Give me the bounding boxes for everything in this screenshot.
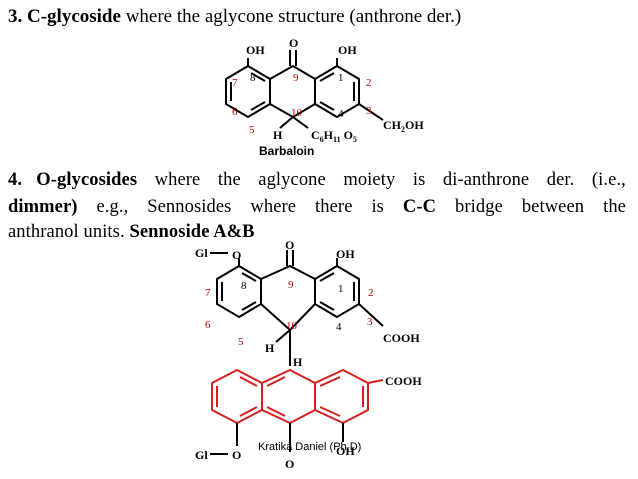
paragraph-4-line-3: anthranol units. Sennoside A&B — [8, 222, 255, 243]
para4-number: 4. — [8, 170, 23, 190]
heading-3: 3. C-glycoside where the aglycone struct… — [8, 6, 461, 28]
barbaloin-pos-8: 8 — [250, 72, 256, 84]
sennoside-pos-5: 5 — [238, 336, 244, 348]
barbaloin-h: H — [273, 128, 283, 142]
credit-text: Kratika Daniel (Ph.D) — [258, 441, 361, 453]
sennoside-upper-right-ring — [314, 265, 360, 318]
barbaloin-ch2oh: CH2OH — [383, 118, 424, 134]
para4-dimmer: dimmer) — [8, 197, 78, 217]
sennoside-o-top: O — [232, 248, 241, 262]
sennoside-pos-8: 8 — [241, 280, 247, 292]
barbaloin-carbonyl-o: O — [289, 36, 298, 50]
barbaloin-structure — [225, 50, 384, 129]
para4-cc-bond: C-C — [402, 197, 437, 217]
para4-word: the — [217, 170, 241, 190]
heading-number: 3. — [8, 6, 23, 27]
para4-word: Sennosides — [147, 197, 232, 217]
sennoside-o-bottom: O — [232, 448, 241, 462]
sennoside-h-upper: H — [265, 341, 275, 355]
para4-word: the — [603, 197, 626, 217]
sennoside-lower-anthrone — [211, 369, 384, 424]
barbaloin-pos-3: 3 — [366, 105, 372, 117]
sennoside-cooh-lower: COOH — [385, 374, 422, 388]
sennoside-pos-4: 4 — [336, 321, 342, 333]
sennoside-upper-left-ring — [216, 265, 262, 318]
barbaloin-pos-9: 9 — [293, 72, 299, 84]
sennoside-oh-bottom: OH — [336, 444, 355, 458]
para4-word: is — [371, 197, 384, 217]
barbaloin-pos-1: 1 — [338, 72, 344, 84]
barbaloin-pos-7: 7 — [232, 77, 238, 89]
sennoside-pos-6: 6 — [205, 319, 211, 331]
para4-word: (i.e., — [591, 170, 626, 190]
para4-term: O-glycosides — [36, 170, 138, 190]
barbaloin-oh-right: OH — [338, 43, 357, 57]
sennoside-pos-9: 9 — [288, 279, 294, 291]
heading-text: where the aglycone structure (anthrone d… — [125, 6, 462, 27]
sennoside-upper-middle-ring — [260, 265, 316, 280]
sennoside-pos-3: 3 — [367, 316, 373, 328]
para4-word: there — [315, 197, 353, 217]
barbaloin-pos-10: 10 — [291, 107, 303, 119]
sennoside-h-lower: H — [293, 355, 303, 369]
para4-word: where — [154, 170, 201, 190]
paragraph-4-line-1: 4. O-glycosides where the aglycone moiet… — [8, 170, 626, 191]
para4-word: aglycone — [258, 170, 326, 190]
paragraph-4-line-2: dimmer) e.g., Sennosides where there is … — [8, 197, 626, 218]
sennoside-carbonyl-bottom: O — [285, 457, 294, 471]
barbaloin-pos-6: 6 — [232, 106, 238, 118]
barbaloin-pos-5: 5 — [249, 124, 255, 136]
sennoside-pos-7: 7 — [205, 287, 211, 299]
barbaloin-pos-4: 4 — [338, 108, 344, 120]
sennoside-structure — [210, 250, 384, 455]
sennoside-pos-1: 1 — [338, 283, 344, 295]
para4-word: moiety — [343, 170, 396, 190]
barbaloin-pos-2: 2 — [366, 77, 372, 89]
para4-word: where — [250, 197, 297, 217]
sennoside-pos-2: 2 — [368, 287, 374, 299]
sennoside-pos-10: 10 — [286, 320, 298, 332]
sennoside-oh-top: OH — [336, 247, 355, 261]
barbaloin-sugar: C6H11 O5 — [311, 128, 357, 144]
sennoside-cooh-upper: COOH — [383, 331, 420, 345]
sennoside-carbonyl-o: O — [285, 238, 294, 252]
barbaloin-oh-left: OH — [246, 43, 265, 57]
sennoside-gl-bottom: Gl — [195, 448, 208, 462]
para4-word: bridge — [455, 197, 503, 217]
para4-anthranol: anthranol units. — [8, 222, 125, 242]
para4-word: di-anthrone — [442, 170, 530, 190]
para4-word: der. — [546, 170, 575, 190]
barbaloin-name: Barbaloin — [259, 144, 314, 158]
para4-sennoside: Sennoside A&B — [129, 222, 255, 242]
para4-word: between — [521, 197, 585, 217]
barbaloin-middle-ring — [269, 65, 316, 80]
sennoside-gl-top: Gl — [195, 246, 208, 260]
para4-word: is — [412, 170, 426, 190]
heading-term: C-glycoside — [27, 6, 121, 27]
para4-word: e.g., — [96, 197, 129, 217]
barbaloin-right-ring — [314, 65, 360, 118]
